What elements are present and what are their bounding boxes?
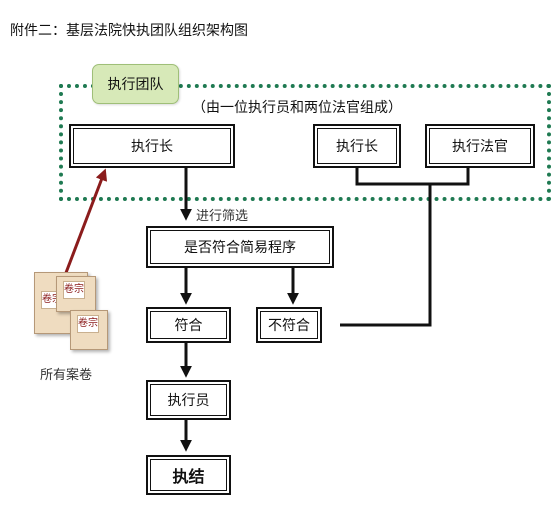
box-executor: 执行员	[146, 380, 231, 420]
page-title: 附件二：基层法院快执团队组织架构图	[10, 23, 248, 39]
box-judge: 执行法官	[425, 124, 535, 168]
box-qualifies: 符合	[146, 307, 231, 343]
execution-team-tab: 执行团队	[92, 64, 179, 104]
folder-label: 卷宗	[63, 281, 85, 299]
red-arrow-files-to-chief	[62, 168, 108, 279]
box-simple-procedure-check: 是否符合简易程序	[146, 226, 334, 268]
bracket-right-team	[355, 168, 470, 186]
execution-team-boundary	[59, 84, 551, 201]
box-chief-left: 执行长	[69, 124, 235, 168]
box-concluded: 执结	[146, 455, 231, 495]
all-files-label: 所有案卷	[40, 368, 93, 383]
folder-label: 卷宗	[77, 315, 99, 333]
box-not-qualifies: 不符合	[256, 307, 322, 343]
line-no-to-team	[340, 184, 432, 327]
case-folder-icon: 卷宗	[70, 310, 108, 350]
case-folder-icon: 卷宗	[56, 276, 96, 312]
team-composition-note: （由一位执行员和两位法官组成）	[192, 100, 402, 116]
screening-label: 进行筛选	[196, 209, 249, 224]
box-chief-right: 执行长	[313, 124, 401, 168]
